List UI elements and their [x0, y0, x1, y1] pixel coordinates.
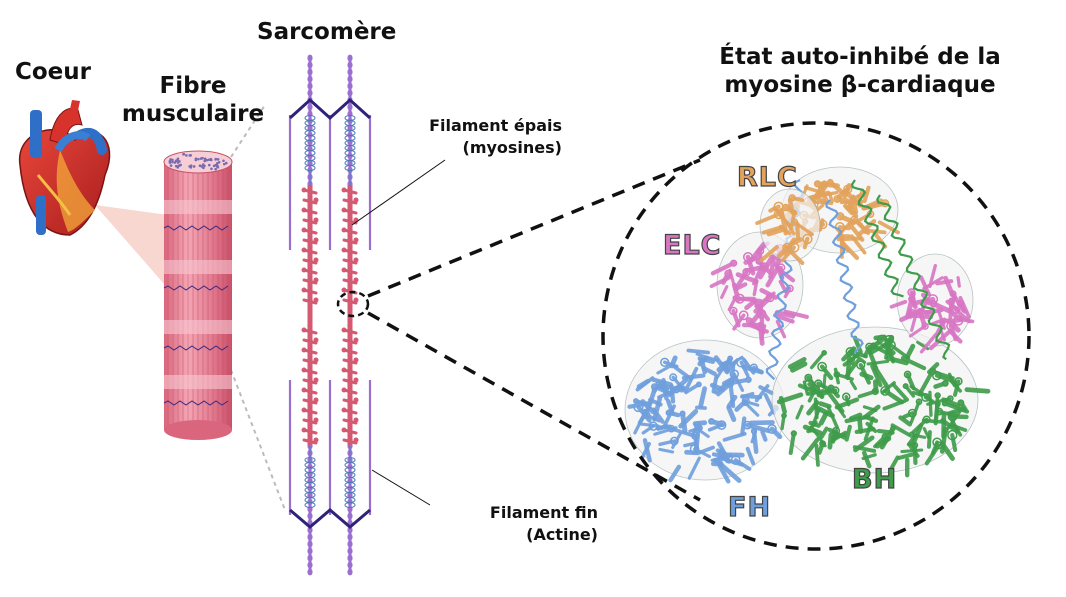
muscle-fiber-label-line1: Fibre — [112, 72, 274, 100]
thin-filament-label-line1: Filament fin — [440, 502, 598, 524]
muscle-fiber-label-line2: musculaire — [112, 100, 274, 128]
elc-label: ELC — [663, 230, 721, 261]
muscle-fiber-label: Fibre musculaire — [112, 72, 274, 128]
thick-filament-label-line2: (myosines) — [390, 137, 562, 159]
myosin-state-title-line1: État auto-inhibé de la — [680, 43, 1040, 71]
fh-label: FH — [728, 492, 771, 523]
myosin-state-title: État auto-inhibé de la myosine β-cardiaq… — [680, 43, 1040, 99]
thin-filament-label-line2: (Actine) — [440, 524, 598, 546]
thick-filament-label: Filament épais (myosines) — [390, 115, 562, 159]
bh-label: BH — [852, 464, 897, 495]
thick-filament-label-line1: Filament épais — [390, 115, 562, 137]
thin-filament-label: Filament fin (Actine) — [440, 502, 598, 546]
myosin-state-title-line2: myosine β-cardiaque — [680, 71, 1040, 99]
rlc-label: RLC — [737, 162, 798, 193]
myosin-structure-illustration — [603, 123, 1029, 549]
muscle-fiber-illustration — [164, 105, 285, 510]
sarcomere-label: Sarcomère — [257, 18, 396, 46]
heart-label: Coeur — [15, 58, 91, 86]
